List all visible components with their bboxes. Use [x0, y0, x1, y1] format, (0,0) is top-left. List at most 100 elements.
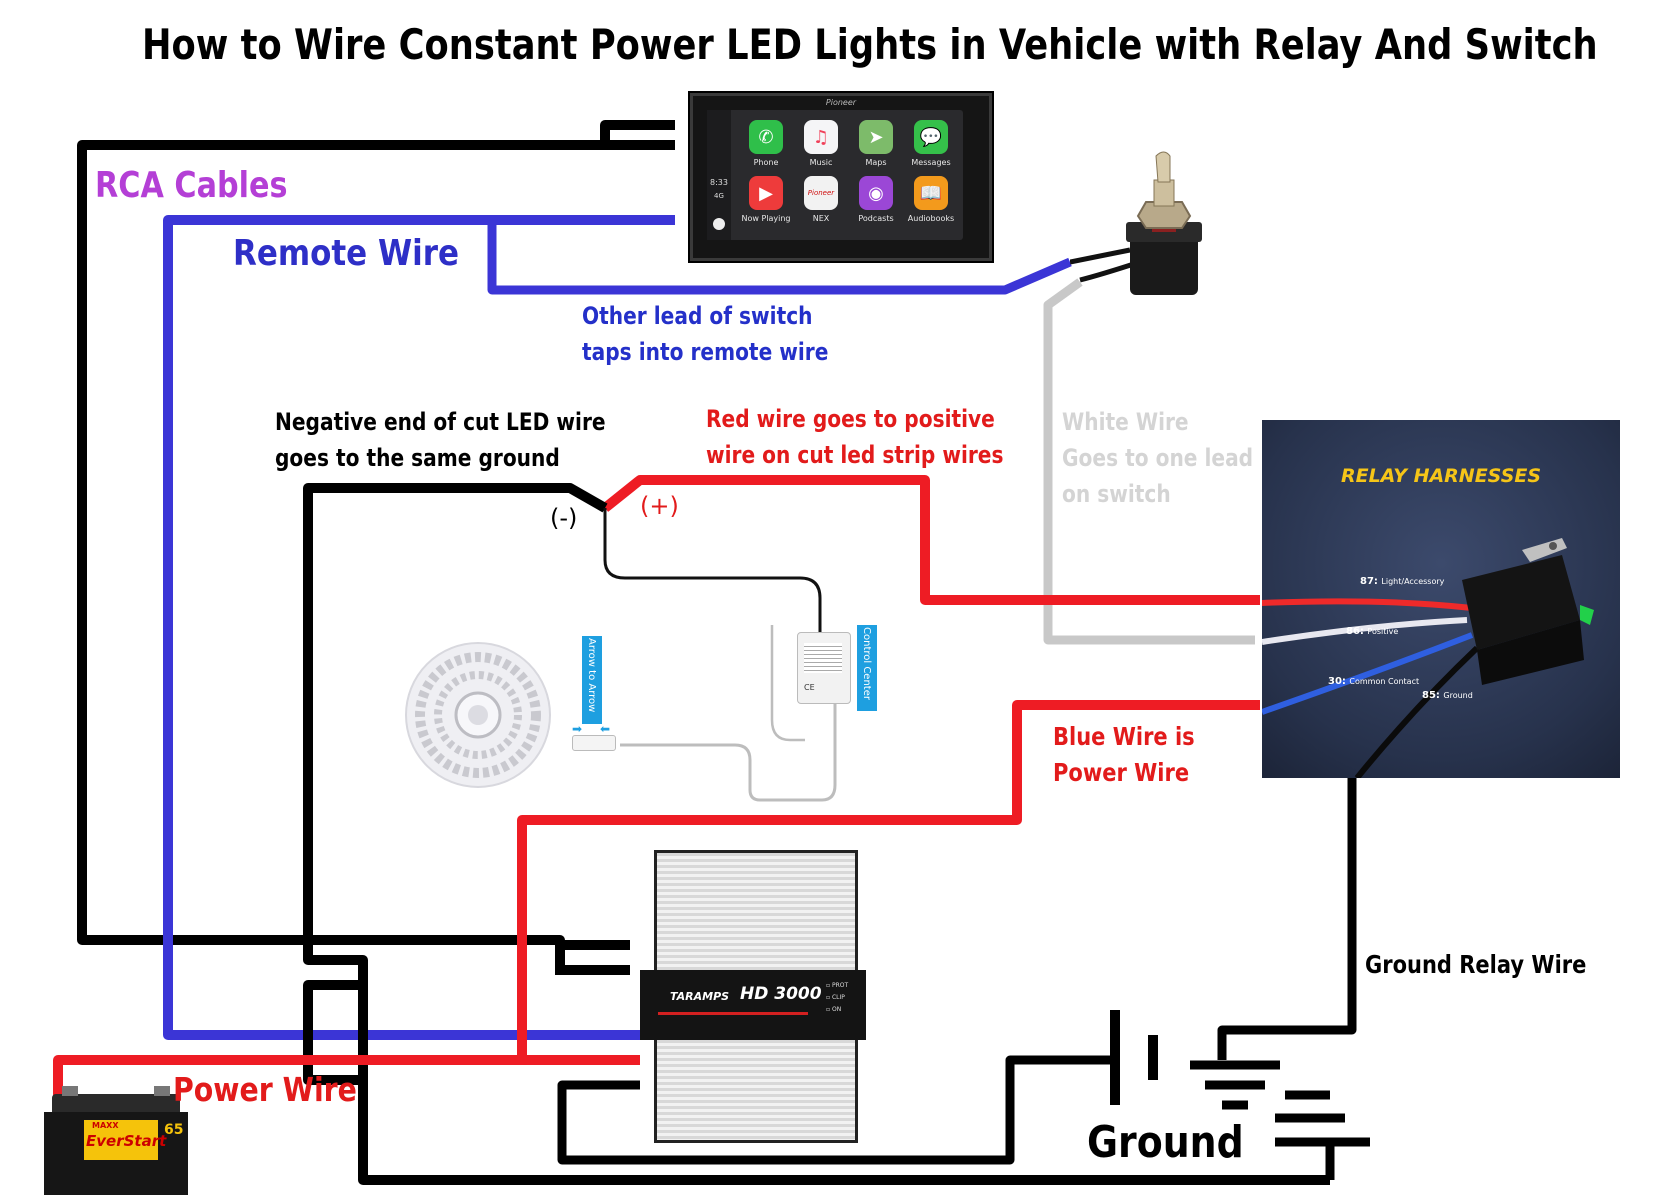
car-battery: MAXX EverStart 65 — [44, 1086, 188, 1195]
phone-icon: ✆ — [749, 120, 783, 154]
remote-wire-label: Remote Wire — [233, 233, 459, 274]
led-ir-cable — [770, 625, 805, 742]
arrow-to-arrow-label: Arrow to Arrow — [586, 638, 597, 713]
control-center-tag: Control Center — [857, 625, 877, 711]
head-unit: Pioneer 8:33 4G ✆ Phone ♫ Music ➤ Maps 💬 Messag… — [690, 93, 992, 261]
amp-body-bottom — [654, 1040, 858, 1143]
audiobooks-icon: 📖 — [914, 176, 948, 210]
arrow-left-icon: ➡ — [572, 722, 583, 736]
strip-connector — [572, 735, 616, 751]
red-wire-label-1: Red wire goes to positive — [706, 405, 995, 433]
controller-label-block — [804, 643, 842, 673]
amp-body-top — [654, 850, 858, 973]
arrow-right-icon: ⬅ — [600, 722, 611, 736]
positive-sign-label: (+) — [640, 492, 679, 520]
switch-lead-label-2: taps into remote wire — [582, 338, 829, 366]
led-controller-cable — [603, 508, 822, 640]
negative-sign-label: (-) — [550, 504, 578, 532]
rca-cable-wire-3 — [555, 945, 630, 975]
amp-indicator-clip: ▫ CLIP — [826, 994, 845, 1001]
amp-indicator-prot: ▫ PROT — [826, 982, 849, 989]
app-audiobooks[interactable]: 📖 Audiobooks — [906, 176, 956, 223]
battery-label-band — [84, 1120, 158, 1160]
rca-cables-label: RCA Cables — [95, 165, 288, 206]
app-label: Messages — [911, 158, 951, 167]
app-label: Podcasts — [858, 214, 894, 223]
blue-wire-label-2: Power Wire — [1053, 758, 1190, 787]
negative-label-1: Negative end of cut LED wire — [275, 408, 606, 436]
app-label: Maps — [865, 158, 887, 167]
switch-tap-wire — [487, 220, 1072, 295]
battery-terminal-right — [154, 1086, 170, 1096]
white-wire-label-1: White Wire — [1062, 408, 1189, 436]
power-wire-label: Power Wire — [173, 1070, 357, 1109]
app-messages[interactable]: 💬 Messages — [906, 120, 956, 167]
app-maps[interactable]: ➤ Maps — [851, 120, 901, 167]
control-center-label: Control Center — [861, 627, 872, 700]
amp-indicators: ▫ PROT ▫ CLIP ▫ ON — [826, 982, 848, 1018]
head-unit-network: 4G — [714, 192, 724, 200]
led-data-cable — [620, 700, 837, 802]
toggle-switch-icon[interactable] — [1070, 150, 1230, 310]
red-wire-label-2: wire on cut led strip wires — [706, 441, 1004, 469]
head-unit-sidebar: 8:33 4G — [707, 110, 731, 240]
app-phone[interactable]: ✆ Phone — [741, 120, 791, 167]
head-unit-clock: 8:33 — [710, 178, 728, 187]
app-music[interactable]: ♫ Music — [796, 120, 846, 167]
negative-label-2: goes to the same ground — [275, 444, 560, 472]
app-label: NEX — [812, 214, 830, 223]
ce-mark: CE — [804, 683, 815, 692]
rca-cable-wire — [77, 120, 675, 950]
ground-relay-label: Ground Relay Wire — [1365, 950, 1587, 979]
white-wire-label-2: Goes to one lead — [1062, 444, 1254, 472]
battery-top — [52, 1094, 180, 1114]
arrow-to-arrow-tag: Arrow to Arrow — [582, 636, 602, 724]
ground-relay-wire — [1217, 775, 1357, 1060]
relay-pin-85: 85: Ground — [1422, 690, 1473, 701]
battery-terminal-left — [62, 1086, 78, 1096]
remote-wire — [163, 215, 675, 1040]
battery-brand: EverStart — [86, 1132, 167, 1150]
led-negative-wire-2 — [303, 960, 368, 1085]
amp-indicator-on: ▫ ON — [826, 1006, 842, 1013]
play-icon: ▶ — [749, 176, 783, 210]
app-label: Audiobooks — [907, 214, 955, 223]
home-button-icon[interactable] — [713, 218, 725, 230]
amp-ground-wire — [557, 1055, 1115, 1165]
white-wire-label-3: on switch — [1062, 480, 1171, 508]
white-wire — [1043, 278, 1255, 645]
head-unit-screen[interactable]: 8:33 4G ✆ Phone ♫ Music ➤ Maps 💬 Messages ▶Now P… — [707, 110, 963, 240]
led-negative-wire — [303, 483, 1330, 1185]
battery-maxx: MAXX — [92, 1121, 119, 1130]
relay-pin-86: 86: Positive — [1346, 626, 1399, 637]
amp-body-mid — [640, 970, 866, 1040]
podcasts-icon: ◉ — [859, 176, 893, 210]
led-strip-reel-icon — [405, 642, 551, 788]
led-control-box: CE — [797, 632, 851, 704]
amp-red-stripe — [658, 1012, 808, 1015]
app-label: Phone — [753, 158, 779, 167]
maps-icon: ➤ — [859, 120, 893, 154]
app-label: Music — [809, 158, 833, 167]
battery-size: 65 — [164, 1122, 184, 1138]
music-icon: ♫ — [804, 120, 838, 154]
amp-model: HD 3000 — [740, 984, 822, 1004]
switch-lead-label-1: Other lead of switch — [582, 302, 813, 330]
amplifier: TARAMPS HD 3000 ▫ PROT▫ CLIP▫ ON — [640, 850, 866, 1143]
messages-icon: 💬 — [914, 120, 948, 154]
led-positive-wire — [601, 475, 1260, 605]
app-now-playing[interactable]: ▶Now Playing — [741, 176, 791, 223]
head-unit-brand: Pioneer — [825, 98, 857, 107]
relay-power-wire — [517, 700, 1260, 1060]
ground-label: Ground — [1087, 1117, 1244, 1168]
relay-pin-87: 87: Light/Accessory — [1360, 576, 1445, 587]
relay-icon — [1262, 538, 1594, 778]
app-podcasts[interactable]: ◉ Podcasts — [851, 176, 901, 223]
blue-wire-label-1: Blue Wire is — [1053, 722, 1195, 751]
diagram-title: How to Wire Constant Power LED Lights in… — [142, 20, 1598, 69]
